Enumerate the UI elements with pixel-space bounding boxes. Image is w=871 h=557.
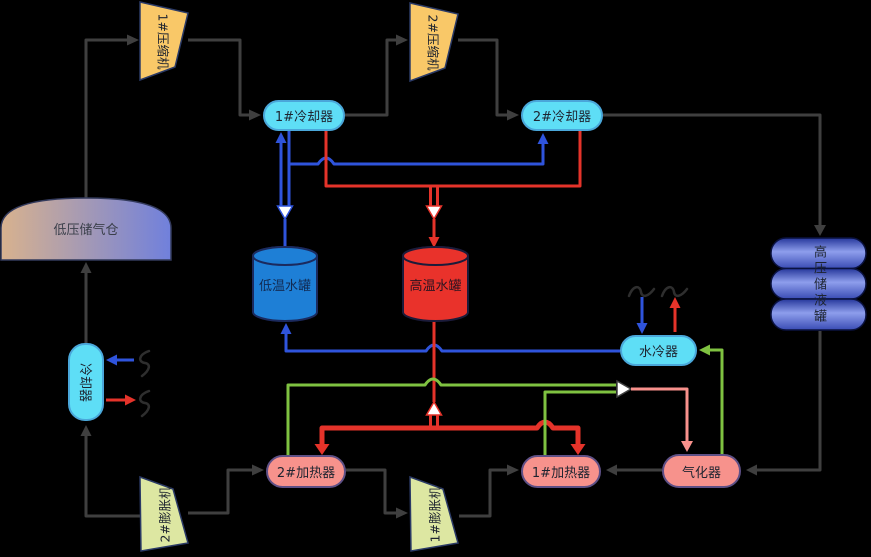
exhaust-cooler-label: 冷却器 bbox=[76, 362, 92, 402]
vaporizer-label: 气化器 bbox=[681, 465, 721, 481]
hot-water-tank-shape[interactable] bbox=[402, 246, 469, 322]
edge-expander2-to-exhaustcooler bbox=[84, 430, 140, 518]
edge-lpstore-to-compressor1 bbox=[84, 38, 135, 198]
node-heater1[interactable]: 1#加热器 bbox=[521, 455, 601, 488]
edge-coolers-to-hottank bbox=[324, 131, 582, 242]
heater2-label: 2#加热器 bbox=[276, 466, 336, 481]
node-vaporizer[interactable]: 气化器 bbox=[662, 454, 741, 488]
green-arrowhead-watercooler bbox=[699, 344, 710, 356]
junction-arrow-hottank-in bbox=[425, 205, 443, 221]
edge-vaporizer-to-watercooler bbox=[704, 348, 724, 454]
water-break-icon bbox=[139, 349, 151, 378]
water-break-icon bbox=[660, 286, 689, 298]
edge-hptank-to-vaporizer bbox=[751, 331, 822, 472]
junction-arrow-coldtank bbox=[276, 205, 294, 221]
cold-water-tank-shape[interactable] bbox=[252, 246, 318, 322]
cooler2-label: 2#冷却器 bbox=[532, 110, 592, 125]
coldwater-arrowheads bbox=[106, 132, 648, 366]
gas-arrowheads bbox=[80, 34, 826, 519]
node-heater2[interactable]: 2#加热器 bbox=[266, 455, 346, 488]
edge-hotwater-header-to-heaters bbox=[319, 419, 581, 450]
hp-liquid-tank-shape[interactable] bbox=[770, 237, 867, 331]
junction-arrow-hottank-out bbox=[425, 400, 443, 416]
water-break-icon bbox=[627, 286, 656, 298]
edge-heater1-return bbox=[543, 390, 616, 456]
node-cooler2[interactable]: 2#冷却器 bbox=[521, 100, 603, 131]
edge-compressor2-to-cooler2 bbox=[458, 38, 514, 117]
heater1-label: 1#加热器 bbox=[531, 466, 591, 481]
edge-expander2-to-heater2 bbox=[188, 468, 259, 515]
edge-expander1-to-heater1 bbox=[459, 468, 514, 518]
pink-arrowhead-vaporizer bbox=[681, 441, 693, 452]
node-water-cooler[interactable]: 水冷器 bbox=[620, 335, 697, 366]
water-break-icon bbox=[139, 389, 151, 418]
edge-watercooler-to-coldtank bbox=[284, 328, 620, 353]
lp-gas-store-shape[interactable] bbox=[0, 197, 172, 261]
edge-cooler1-to-coldtank bbox=[279, 131, 291, 248]
compressor1-shape[interactable] bbox=[139, 1, 189, 82]
edge-heater2-to-expander1 bbox=[346, 468, 403, 515]
edge-compressor1-to-cooler1 bbox=[188, 38, 256, 117]
cooler1-label: 1#冷却器 bbox=[274, 110, 334, 125]
junction-arrow-return bbox=[616, 379, 633, 399]
expander1-shape[interactable] bbox=[409, 475, 459, 552]
edge-heater2-return bbox=[286, 377, 616, 456]
edge-return-to-vaporizer bbox=[631, 387, 689, 447]
edge-hottank-to-header bbox=[429, 322, 439, 426]
water-cooler-label: 水冷器 bbox=[638, 345, 678, 360]
edge-cooler1-to-compressor2 bbox=[345, 38, 403, 117]
node-cooler1[interactable]: 1#冷却器 bbox=[263, 100, 345, 131]
expander2-shape[interactable] bbox=[139, 475, 189, 552]
edge-cooler2-to-hptank bbox=[603, 113, 822, 231]
node-exhaust-cooler[interactable]: 冷却器 bbox=[68, 343, 104, 421]
hotwater-arrowheads bbox=[125, 237, 681, 455]
compressor2-shape[interactable] bbox=[409, 2, 459, 83]
